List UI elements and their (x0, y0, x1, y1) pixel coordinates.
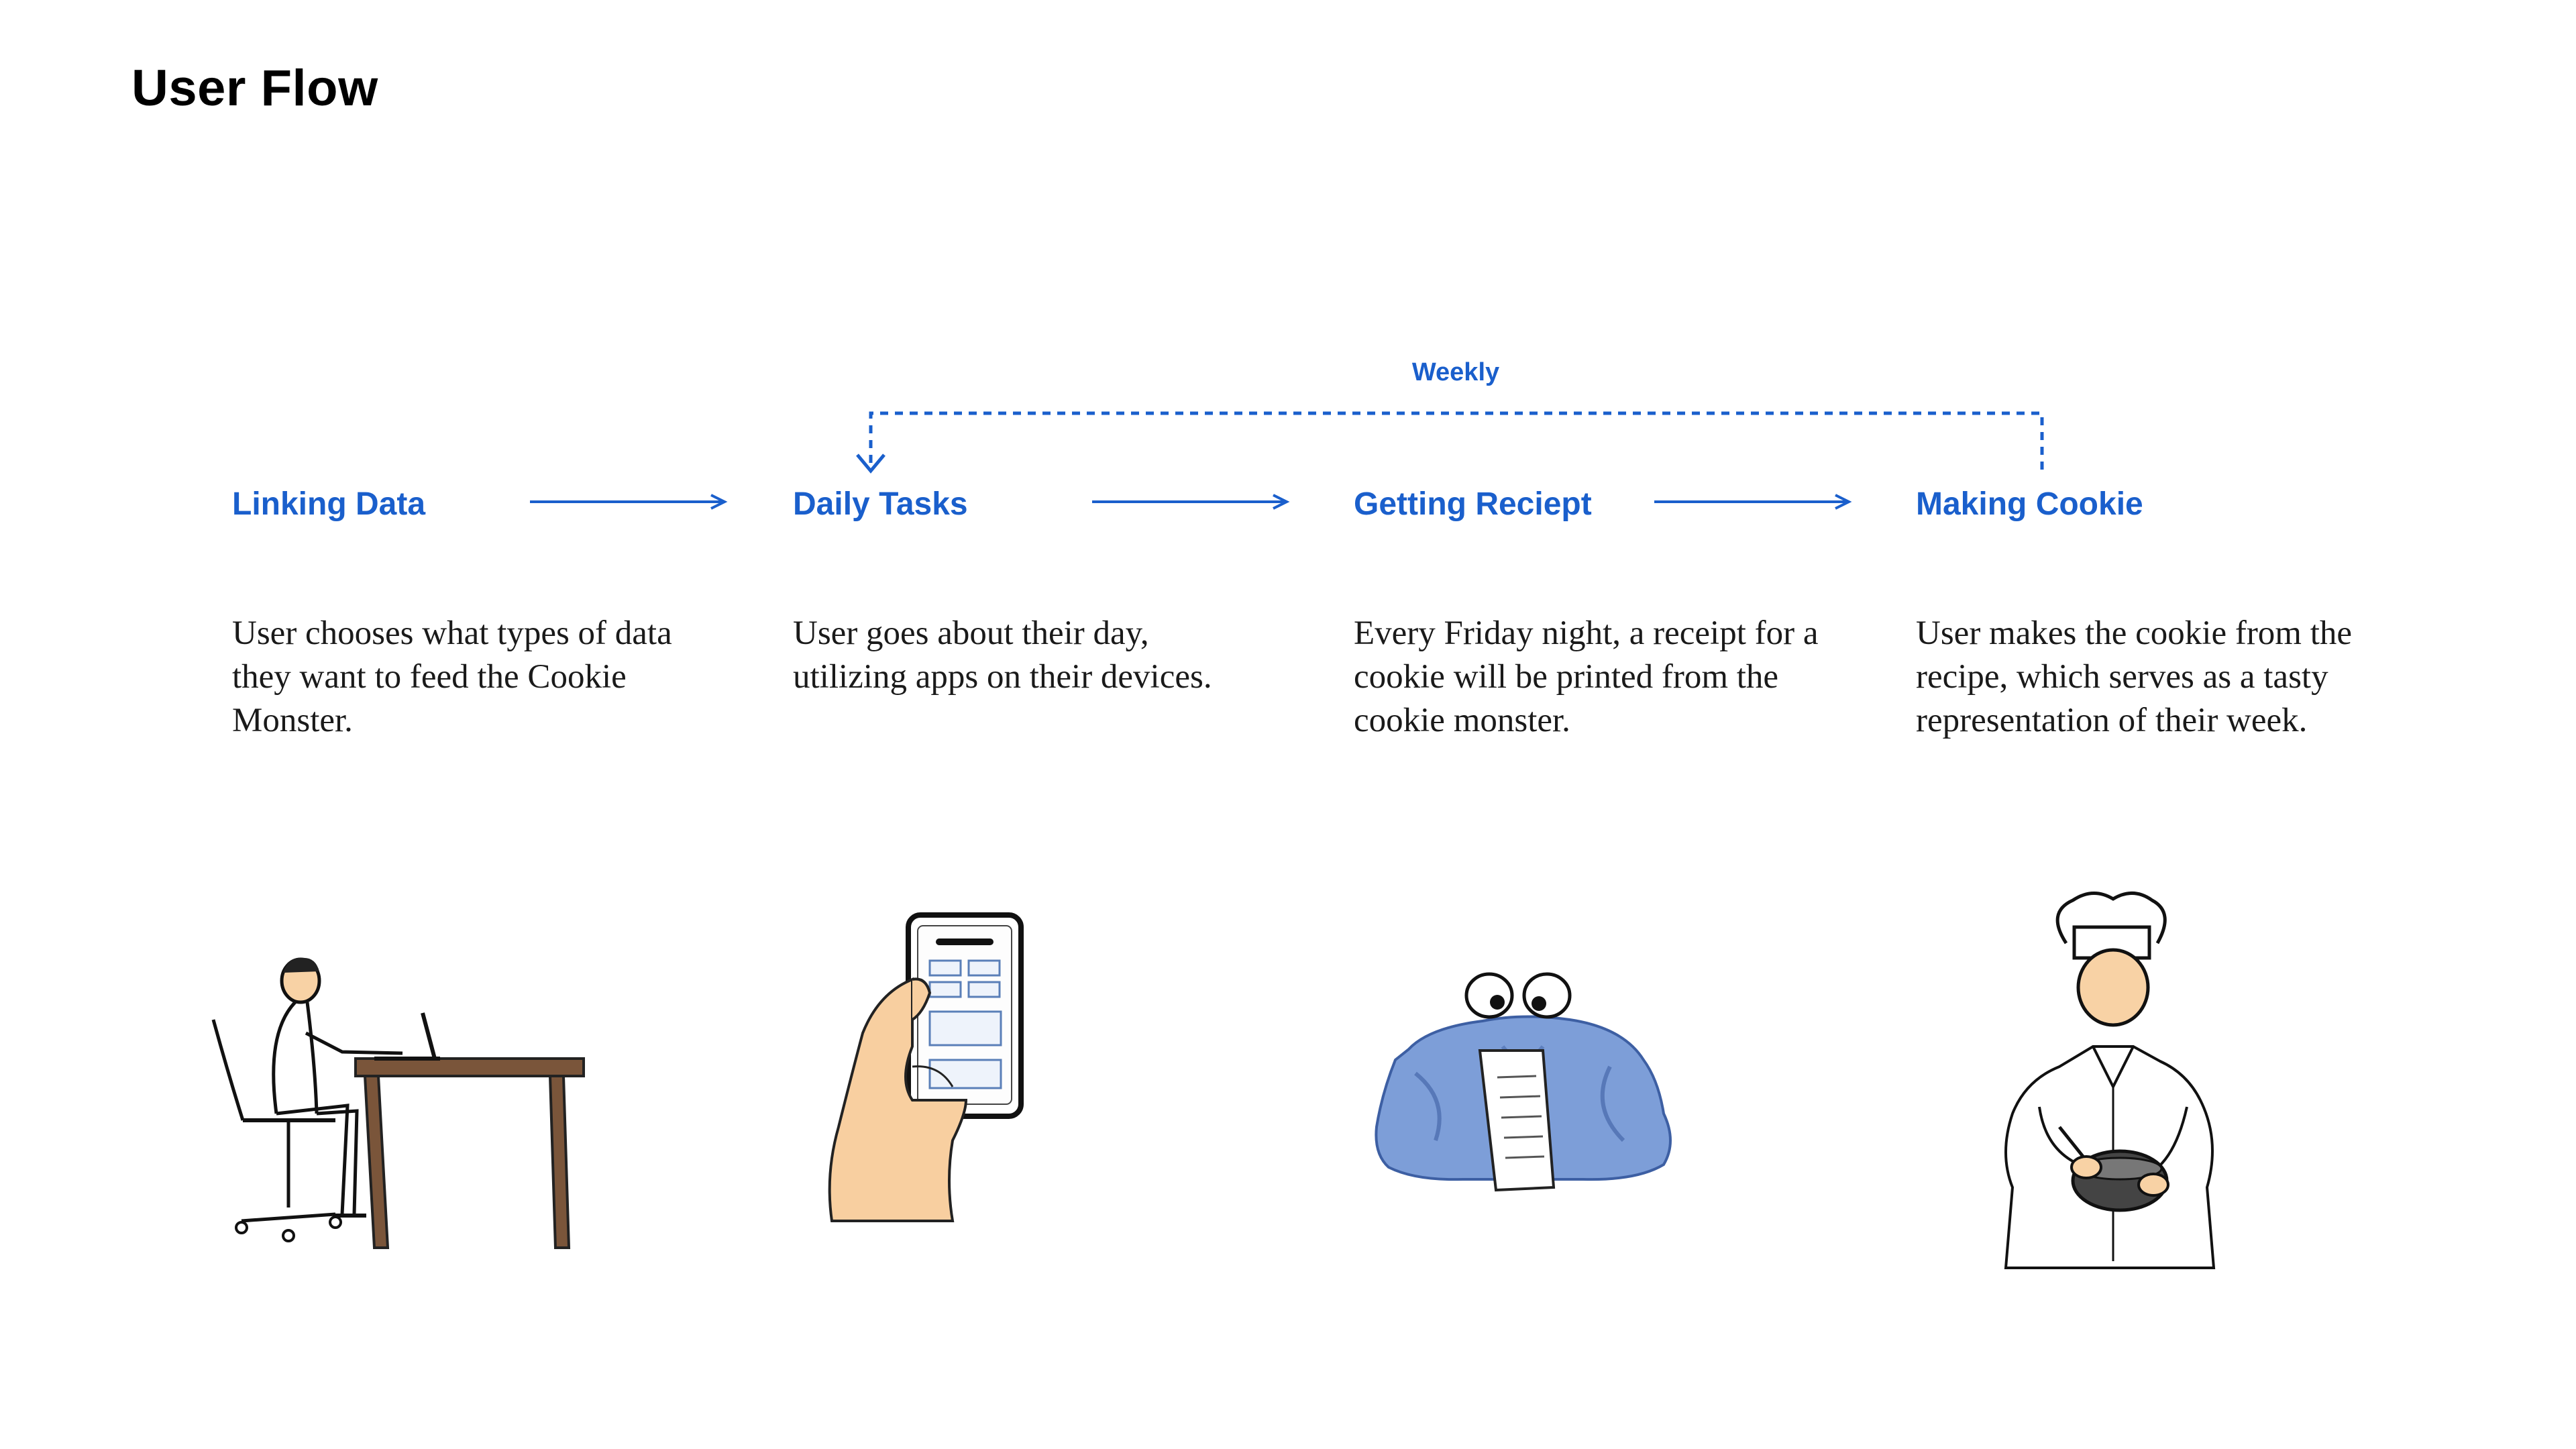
weekly-loop-label: Weekly (1411, 358, 1500, 386)
step-title: Linking Data (232, 486, 426, 522)
page-title: User Flow (131, 60, 378, 117)
step-description: Every Friday night, a receipt for a cook… (1354, 614, 1819, 739)
step-title: Daily Tasks (793, 486, 968, 522)
cookie-monster-receipt-illustration (1375, 972, 1672, 1192)
step-making-cookie: Making Cookie User makes the cookie from… (1916, 0, 2453, 1449)
hand-holding-phone-illustration (828, 912, 1024, 1222)
step-description: User chooses what types of data they wan… (232, 614, 672, 739)
step-description: User goes about their day, utilizing app… (793, 614, 1212, 696)
step-title: Getting Reciept (1354, 486, 1592, 522)
step-daily-tasks: Daily Tasks User goes about their day, u… (793, 0, 1330, 1449)
step-description: User makes the cookie from the recipe, w… (1916, 614, 2353, 739)
person-at-laptop-desk-illustration (211, 957, 585, 1249)
chef-mixing-bowl-illustration (2004, 892, 2216, 1269)
step-title: Making Cookie (1916, 486, 2143, 522)
step-getting-receipt: Getting Reciept Every Friday night, a re… (1354, 0, 1890, 1449)
step-linking-data: Linking Data User chooses what types of … (232, 0, 769, 1449)
